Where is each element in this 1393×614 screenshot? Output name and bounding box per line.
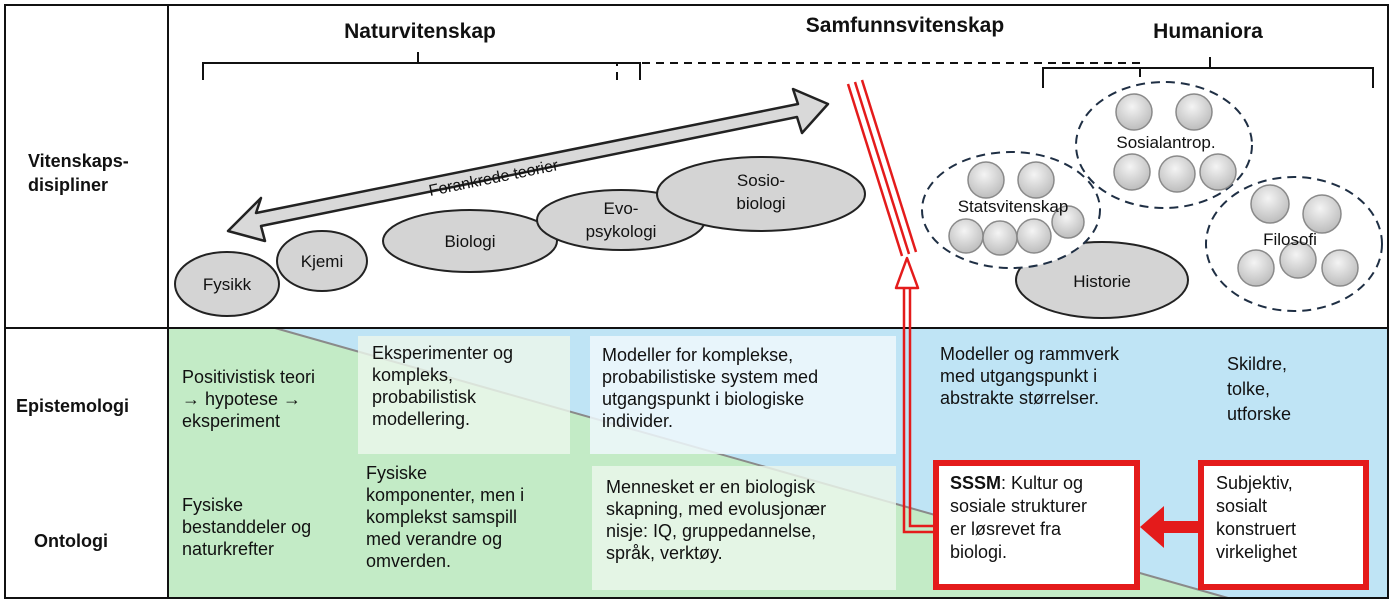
- ont-col3-line: Mennesket er en biologisk: [606, 477, 816, 497]
- label-fysikk: Fysikk: [203, 275, 252, 294]
- subjective-line: virkelighet: [1216, 542, 1298, 562]
- ont-col1-line: bestanddeler og: [182, 517, 312, 537]
- bubbles-filosofi: [1237, 184, 1359, 287]
- ont-col1-line: Fysiske: [182, 495, 244, 515]
- red-solid-arrow: [1140, 506, 1200, 548]
- sssm-line: er løsrevet fra: [950, 519, 1062, 539]
- epi-col4-line: abstrakte størrelser.: [940, 388, 1100, 408]
- epistemology-col3: Modeller for komplekse, probabilistiske …: [590, 336, 896, 454]
- epistemology-col5: Skildre, tolke, utforske: [1227, 352, 1367, 427]
- brace-samfunnsvitenskap: [616, 62, 1141, 80]
- ont-col1-line: naturkrefter: [182, 539, 275, 559]
- sssm-line: sosiale strukturer: [950, 496, 1088, 516]
- epi-col2-line: probabilistisk: [372, 387, 477, 407]
- epi-col4-line: med utgangspunkt i: [940, 366, 1098, 386]
- brace-naturvitenskap: [202, 52, 641, 80]
- epi-col1-line: Positivistisk teori: [182, 367, 316, 387]
- subjective-line: Subjektiv,: [1216, 473, 1293, 493]
- ontology-col2: Fysiske komponenter, men i komplekst sam…: [366, 462, 586, 572]
- label-biologi: Biologi: [444, 232, 495, 251]
- epi-col2-line: modellering.: [372, 409, 471, 429]
- label-evo-line2: psykologi: [586, 222, 657, 241]
- row-label-disciplines-line2: disipliner: [28, 175, 109, 195]
- epi-col5-line: tolke,: [1227, 379, 1271, 399]
- outer-frame: [4, 4, 1389, 599]
- epi-col1-line: eksperiment: [182, 411, 281, 431]
- subjective-line: sosialt: [1216, 496, 1268, 516]
- row-label-ontology: Ontologi: [34, 531, 108, 551]
- label-historie: Historie: [1073, 272, 1131, 291]
- red-divider-lines: [846, 79, 918, 257]
- bubbles-sosialantrop: [1113, 93, 1237, 193]
- header-samfunnsvitenskap: Samfunnsvitenskap: [806, 14, 1004, 37]
- label-filosofi: Filosofi: [1263, 230, 1317, 249]
- ellipse-sosiobiologi: [656, 156, 866, 232]
- epistemology-col2: Eksperimenter og kompleks, probabilistis…: [358, 336, 570, 454]
- epi-col3-line: individer.: [602, 411, 674, 431]
- bubbles-statsvitenskap: [948, 161, 1085, 256]
- ont-col3-line: språk, verktøy.: [606, 543, 723, 563]
- subjective-box: Subjektiv, sosialt konstruert virkelighe…: [1198, 460, 1369, 590]
- ellipse-biologi: [382, 209, 558, 273]
- epi-col3-line: Modeller for komplekse,: [602, 345, 794, 365]
- label-evo-line1: Evo-: [604, 199, 639, 218]
- epistemology-col1: Positivistisk teori → hypotese → eksperi…: [182, 366, 357, 432]
- row-label-epistemology: Epistemologi: [16, 396, 130, 416]
- sssm-acronym: SSSM: [950, 473, 1002, 493]
- row-label-disciplines-line1: Vitenskaps-: [28, 151, 129, 171]
- ont-col2-line: Fysiske: [366, 463, 428, 483]
- header-naturvitenskap: Naturvitenskap: [344, 20, 496, 43]
- epi-col4-line: Modeller og rammverk: [940, 344, 1120, 364]
- arrow-label: Forankrede teorier: [427, 157, 560, 200]
- epi-col3-line: probabilistiske system med: [602, 367, 819, 387]
- epi-col2-line: Eksperimenter og: [372, 343, 514, 363]
- ont-col2-line: komplekst samspill: [366, 507, 518, 527]
- ont-col3-line: nisje: IQ, gruppedannelse,: [606, 521, 817, 541]
- ontology-col3: Mennesket er en biologisk skapning, med …: [592, 466, 896, 590]
- ont-col2-line: omverden.: [366, 551, 452, 571]
- sssm-first-line: SSSM: Kultur og: [950, 472, 1134, 495]
- sssm-line: biologi.: [950, 542, 1008, 562]
- sssm-box: SSSM: Kultur og sosiale strukturer er lø…: [933, 460, 1140, 590]
- label-kjemi: Kjemi: [301, 252, 344, 271]
- ellipse-historie: [1015, 241, 1189, 319]
- red-hollow-arrow: [894, 256, 938, 534]
- ont-col2-line: med verandre og: [366, 529, 503, 549]
- row-label-disciplines: Vitenskaps- disipliner: [28, 149, 129, 197]
- double-arrow: [226, 87, 830, 243]
- epi-col5-line: utforske: [1227, 404, 1292, 424]
- ont-col2-line: komponenter, men i: [366, 485, 525, 505]
- epi-col5-line: Skildre,: [1227, 354, 1288, 374]
- label-statsvitenskap: Statsvitenskap: [958, 197, 1069, 216]
- label-sosio-line2: biologi: [736, 194, 785, 213]
- ellipse-kjemi: [276, 230, 368, 292]
- brace-humaniora: [1042, 57, 1374, 88]
- header-humaniora: Humaniora: [1153, 20, 1263, 43]
- ontology-col1: Fysiske bestanddeler og naturkrefter: [182, 494, 357, 560]
- epi-col3-line: utgangspunkt i biologiske: [602, 389, 805, 409]
- label-sosialantrop: Sosialantrop.: [1116, 133, 1215, 152]
- ellipse-fysikk: [174, 251, 280, 317]
- sssm-first-line-rest: : Kultur og: [1001, 473, 1084, 493]
- epi-col2-line: kompleks,: [372, 365, 454, 385]
- label-sosio-line1: Sosio-: [737, 171, 785, 190]
- subjective-line: konstruert: [1216, 519, 1297, 539]
- ont-col3-line: skapning, med evolusjonær: [606, 499, 827, 519]
- epistemology-col4: Modeller og rammverk med utgangspunkt i …: [940, 343, 1180, 409]
- epi-col1-line: → hypotese →: [182, 389, 302, 409]
